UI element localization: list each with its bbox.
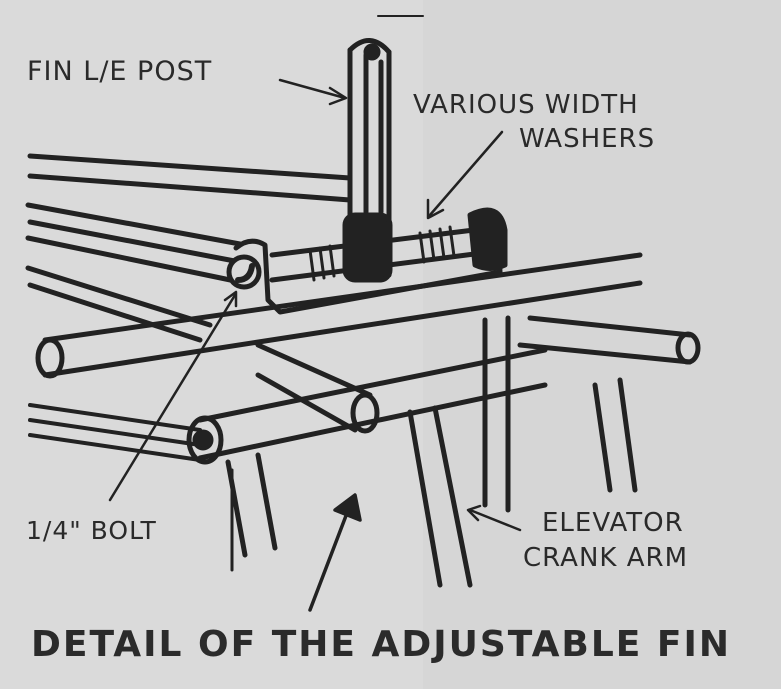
- callout-washers-line2: WASHERS: [519, 124, 656, 154]
- leader-washers: [426, 130, 504, 220]
- callout-fin-post: FIN L/E POST: [27, 56, 213, 87]
- figure-caption: DETAIL OF THE ADJUSTABLE FIN: [31, 624, 732, 665]
- leader-bolt: [108, 290, 238, 502]
- leader-caption-arrow: [308, 493, 362, 612]
- callout-crank-line2: CRANK ARM: [523, 543, 688, 573]
- callout-washers-line1: VARIOUS WIDTH: [413, 90, 639, 120]
- leader-fin-post: [278, 78, 348, 106]
- fin-bracket: [226, 207, 508, 315]
- upper-longeron: [27, 153, 353, 203]
- cross-tube-main: [35, 252, 643, 379]
- callout-crank-line1: ELEVATOR: [542, 508, 684, 538]
- diagonal-tube: [255, 342, 380, 434]
- lower-longeron: [25, 202, 243, 343]
- leg-center: [482, 315, 511, 513]
- cross-tube-right: [517, 315, 701, 365]
- leg-right: [592, 377, 638, 493]
- leader-crank: [466, 504, 522, 532]
- leg-left: [225, 452, 278, 572]
- callout-bolt: 1/4" BOLT: [26, 516, 157, 545]
- elevator-crank-arm: [407, 405, 473, 588]
